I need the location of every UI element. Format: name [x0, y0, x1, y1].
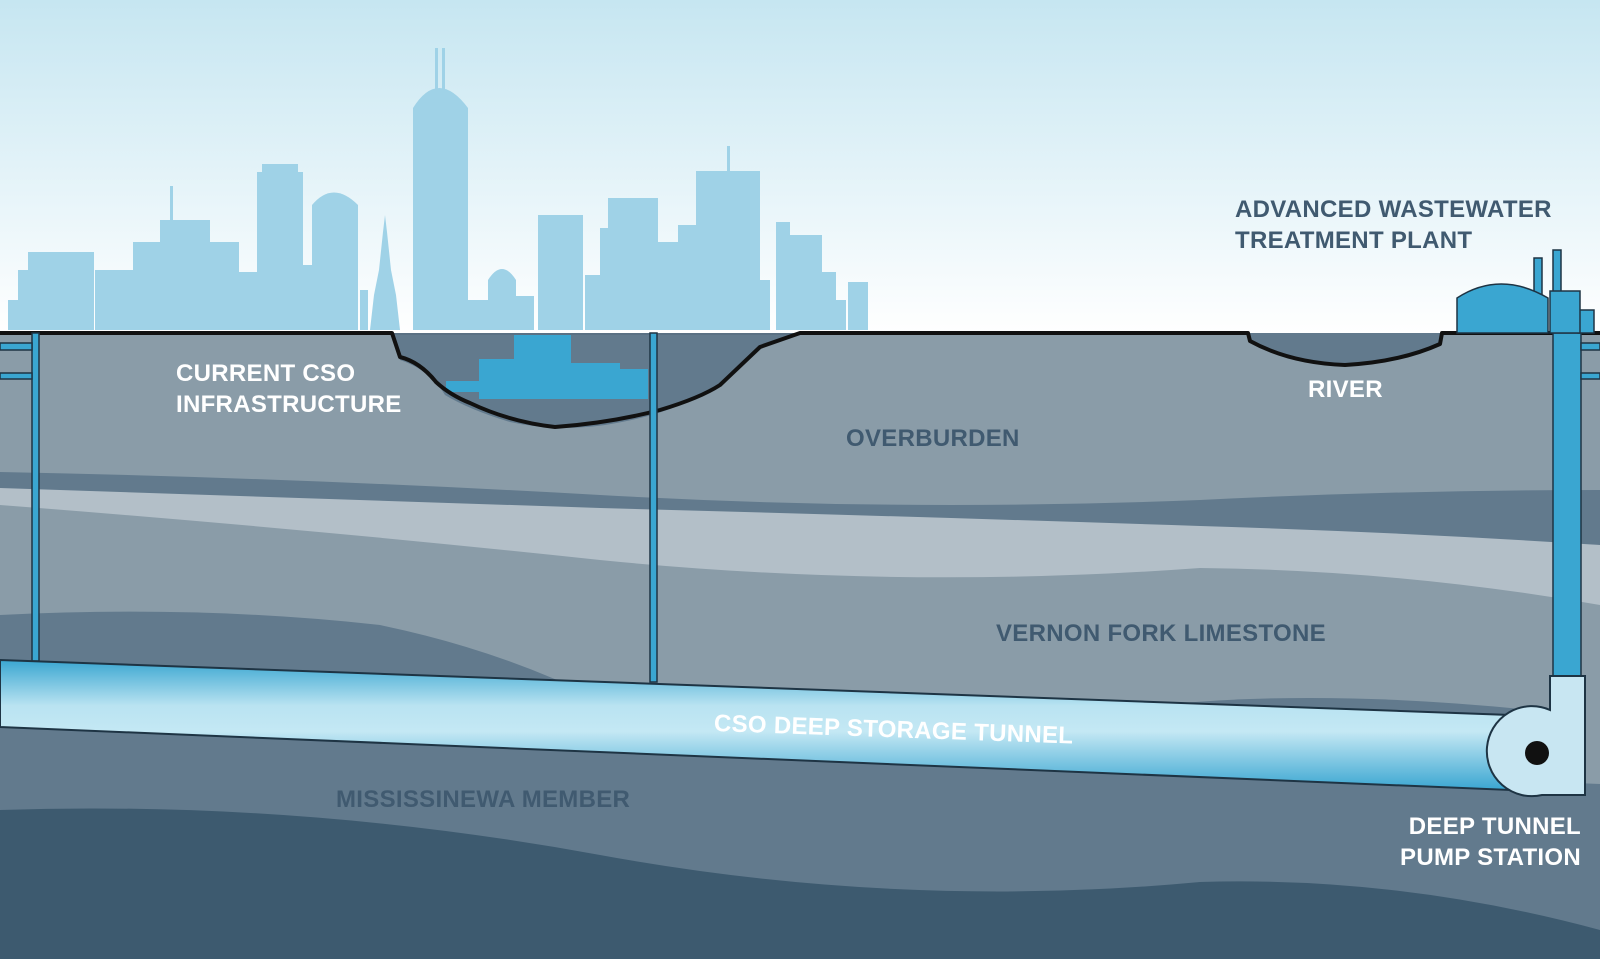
branch-pipe-right — [1580, 342, 1600, 351]
mississinewa-member-label: MISSISSINEWA MEMBER — [336, 786, 631, 813]
drop-shaft-middle — [649, 332, 658, 683]
treatment-plant-label-line1: ADVANCED WASTEWATER — [1235, 196, 1552, 223]
pump-station-label: DEEP TUNNEL PUMP STATION — [1383, 811, 1581, 873]
cso-structure-d — [618, 369, 648, 399]
cso-structure-b — [514, 333, 571, 399]
cso-structure-a — [479, 359, 516, 399]
pump-station-housing — [1485, 675, 1586, 798]
pump-station-shaft — [1552, 332, 1582, 696]
treatment-plant-label-line2: TREATMENT PLANT — [1235, 227, 1473, 254]
light-rock-band — [0, 488, 1600, 605]
pump-impeller-icon — [1525, 741, 1549, 765]
treatment-plant-label: ADVANCED WASTEWATER TREATMENT PLANT — [1235, 194, 1552, 256]
ground-surface-line — [0, 331, 1600, 429]
deep-bedrock-layer — [0, 808, 1600, 959]
cso-pipe-left — [446, 381, 481, 392]
vernon-fork-limestone-label: VERNON FORK LIMESTONE — [996, 620, 1326, 647]
cso-label-line2: INFRASTRUCTURE — [176, 391, 402, 418]
city-skyline — [8, 48, 868, 330]
drop-shaft-left — [31, 332, 40, 662]
overburden-label: OVERBURDEN — [846, 425, 1020, 452]
branch-pipe-left — [0, 342, 33, 351]
treatment-plant-building — [1456, 249, 1595, 334]
cso-structure-c — [569, 363, 620, 399]
branch-pipe-left-2 — [0, 372, 33, 380]
cso-basin-top-outline — [392, 333, 800, 335]
branch-pipe-right-2 — [1580, 372, 1600, 380]
current-cso-infrastructure-label: CURRENT CSO INFRASTRUCTURE — [176, 358, 402, 420]
pump-station-label-line1: DEEP TUNNEL — [1408, 813, 1581, 840]
river-label: RIVER — [1308, 376, 1383, 403]
cso-label-line1: CURRENT CSO — [176, 360, 356, 387]
pump-station-label-line2: PUMP STATION — [1400, 844, 1581, 871]
